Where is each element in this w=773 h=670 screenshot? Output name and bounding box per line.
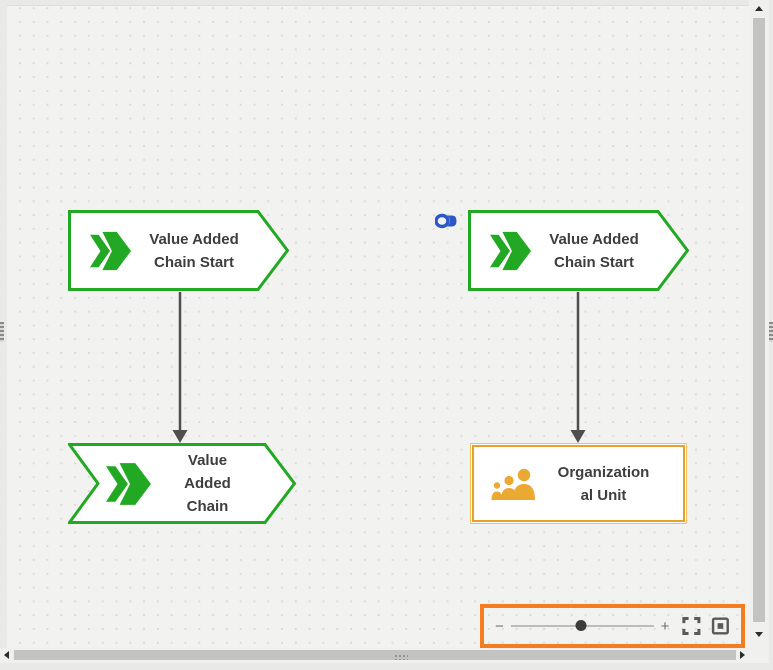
pentagon-arrow-shape xyxy=(468,210,690,291)
fullscreen-icon[interactable] xyxy=(682,616,701,636)
scroll-down-arrow-icon[interactable] xyxy=(755,632,763,637)
scroll-right-arrow-icon[interactable] xyxy=(740,651,745,659)
horizontal-scrollbar-thumb[interactable] xyxy=(14,650,736,660)
scroll-left-arrow-icon[interactable] xyxy=(4,651,9,659)
scrollbar-grip-dots xyxy=(394,654,408,660)
horizontal-scrollbar[interactable] xyxy=(0,648,749,663)
zoom-in-button[interactable]: + xyxy=(660,617,670,635)
left-panel-grip[interactable] xyxy=(0,322,4,342)
node-label: Value Added Chain xyxy=(184,452,231,515)
fit-to-window-icon[interactable] xyxy=(711,616,730,636)
vertical-scrollbar-thumb[interactable] xyxy=(753,18,765,622)
node-value-added-chain-start-left[interactable]: Value Added Chain Start xyxy=(68,210,290,291)
node-label: Organization al Unit xyxy=(557,463,650,504)
node-label: Value Added Chain Start xyxy=(549,230,639,271)
double-chevron-icon xyxy=(90,231,132,270)
pentagon-arrow-shape xyxy=(68,210,290,291)
double-chevron-icon xyxy=(490,231,532,270)
node-value-added-chain-start-right[interactable]: Value Added Chain Start xyxy=(468,210,690,291)
zoom-out-button[interactable]: − xyxy=(495,617,504,635)
double-chevron-icon xyxy=(106,462,151,505)
node-value-added-chain[interactable]: Value Added Chain xyxy=(68,443,297,524)
right-panel-grip[interactable] xyxy=(769,322,773,342)
zoom-toolbar: − + xyxy=(480,604,745,648)
node-label: Value Added Chain Start xyxy=(149,230,239,271)
scroll-up-arrow-icon[interactable] xyxy=(755,6,763,11)
link-icon[interactable] xyxy=(435,211,457,231)
scrollbar-corner xyxy=(749,648,769,663)
zoom-slider-thumb[interactable] xyxy=(575,620,587,631)
zoom-slider[interactable] xyxy=(510,620,654,631)
org-people-icon xyxy=(491,468,535,500)
node-organizational-unit[interactable]: Organization al Unit xyxy=(470,443,687,524)
diagram-canvas[interactable] xyxy=(7,5,749,648)
vertical-scrollbar[interactable] xyxy=(749,0,769,648)
